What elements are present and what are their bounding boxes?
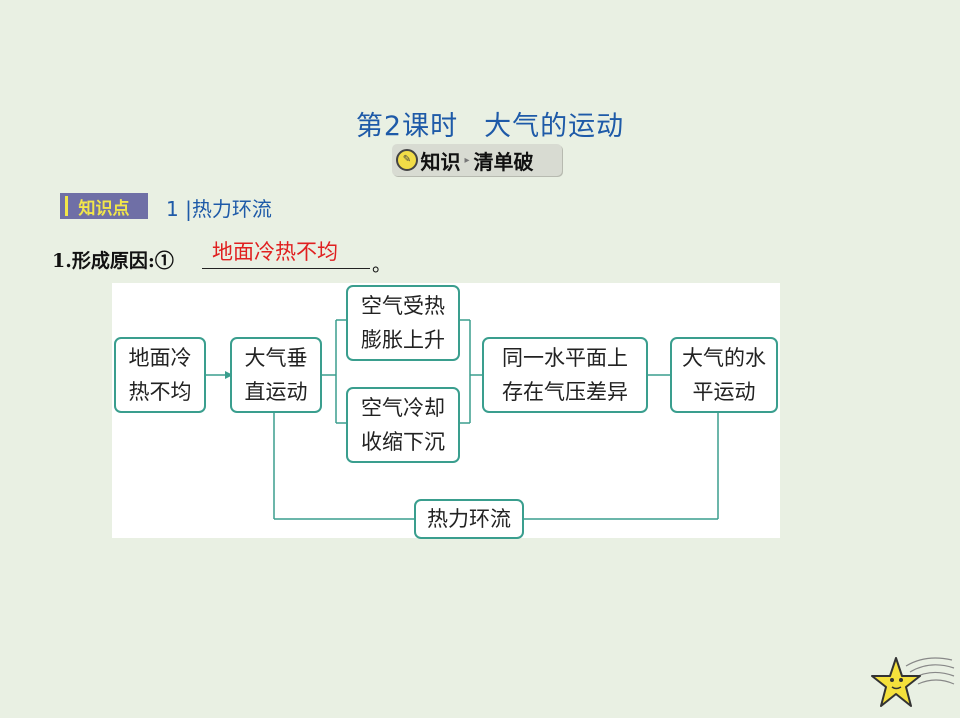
box-thermal-circulation: 热力环流 <box>414 499 524 539</box>
knowledge-point-tag: 知识点 <box>60 193 148 219</box>
arrow-head-icon <box>225 371 233 379</box>
box-text-line: 热力环流 <box>427 507 511 531</box>
box-air-heated-rises: 空气受热膨胀上升 <box>346 285 460 361</box>
diagram-connectors <box>205 319 719 520</box>
box-text-line: 空气受热 <box>361 294 445 318</box>
question-answer: 地面冷热不均 <box>212 240 338 264</box>
box-text-line: 收缩下沉 <box>361 430 445 454</box>
lesson-number: 第2课时 <box>355 111 459 142</box>
question-prompt: 1.形成原因:① <box>52 250 174 272</box>
box-pressure-difference: 同一水平面上存在气压差异 <box>482 337 648 413</box>
box-surface-uneven-heating: 地面冷热不均 <box>114 337 206 413</box>
badge-left-text: 知识 <box>420 149 461 174</box>
thermal-circulation-diagram: 地面冷热不均 大气垂直运动 空气受热膨胀上升 空气冷却收缩下沉 同一水平面上存在… <box>112 283 780 539</box>
box-horizontal-motion: 大气的水平运动 <box>670 337 778 413</box>
box-text-line: 直运动 <box>244 380 308 404</box>
knowledge-point-title: 1 |热力环流 <box>166 197 272 221</box>
badge-right-text: 清单破 <box>473 149 534 174</box>
lesson-topic: 大气的运动 <box>484 111 625 142</box>
triangle-icon: ▸ <box>464 154 470 166</box>
box-text-line: 大气垂 <box>244 346 308 370</box>
box-text-line: 大气的水 <box>682 346 766 370</box>
section-badge: ✎ 知识 ▸ 清单破 <box>392 144 562 176</box>
box-text-line: 平运动 <box>692 380 756 404</box>
box-text-line: 地面冷 <box>128 346 192 370</box>
box-air-cooled-sinks: 空气冷却收缩下沉 <box>346 387 460 463</box>
answer-blank-line <box>202 268 370 269</box>
box-text-line: 存在气压差异 <box>502 380 628 404</box>
star-mascot-icon <box>871 657 955 707</box>
box-text-line: 膨胀上升 <box>361 328 445 352</box>
box-text-line: 同一水平面上 <box>502 346 628 370</box>
box-vertical-motion: 大气垂直运动 <box>230 337 322 413</box>
knowledge-point-tag-text: 知识点 <box>78 198 130 219</box>
lightbulb-icon: ✎ <box>396 149 418 171</box>
question-end: 。 <box>372 254 392 276</box>
box-text-line: 热不均 <box>128 380 192 404</box>
lesson-title: 第2课时大气的运动 <box>0 104 960 143</box>
box-text-line: 空气冷却 <box>361 396 445 420</box>
